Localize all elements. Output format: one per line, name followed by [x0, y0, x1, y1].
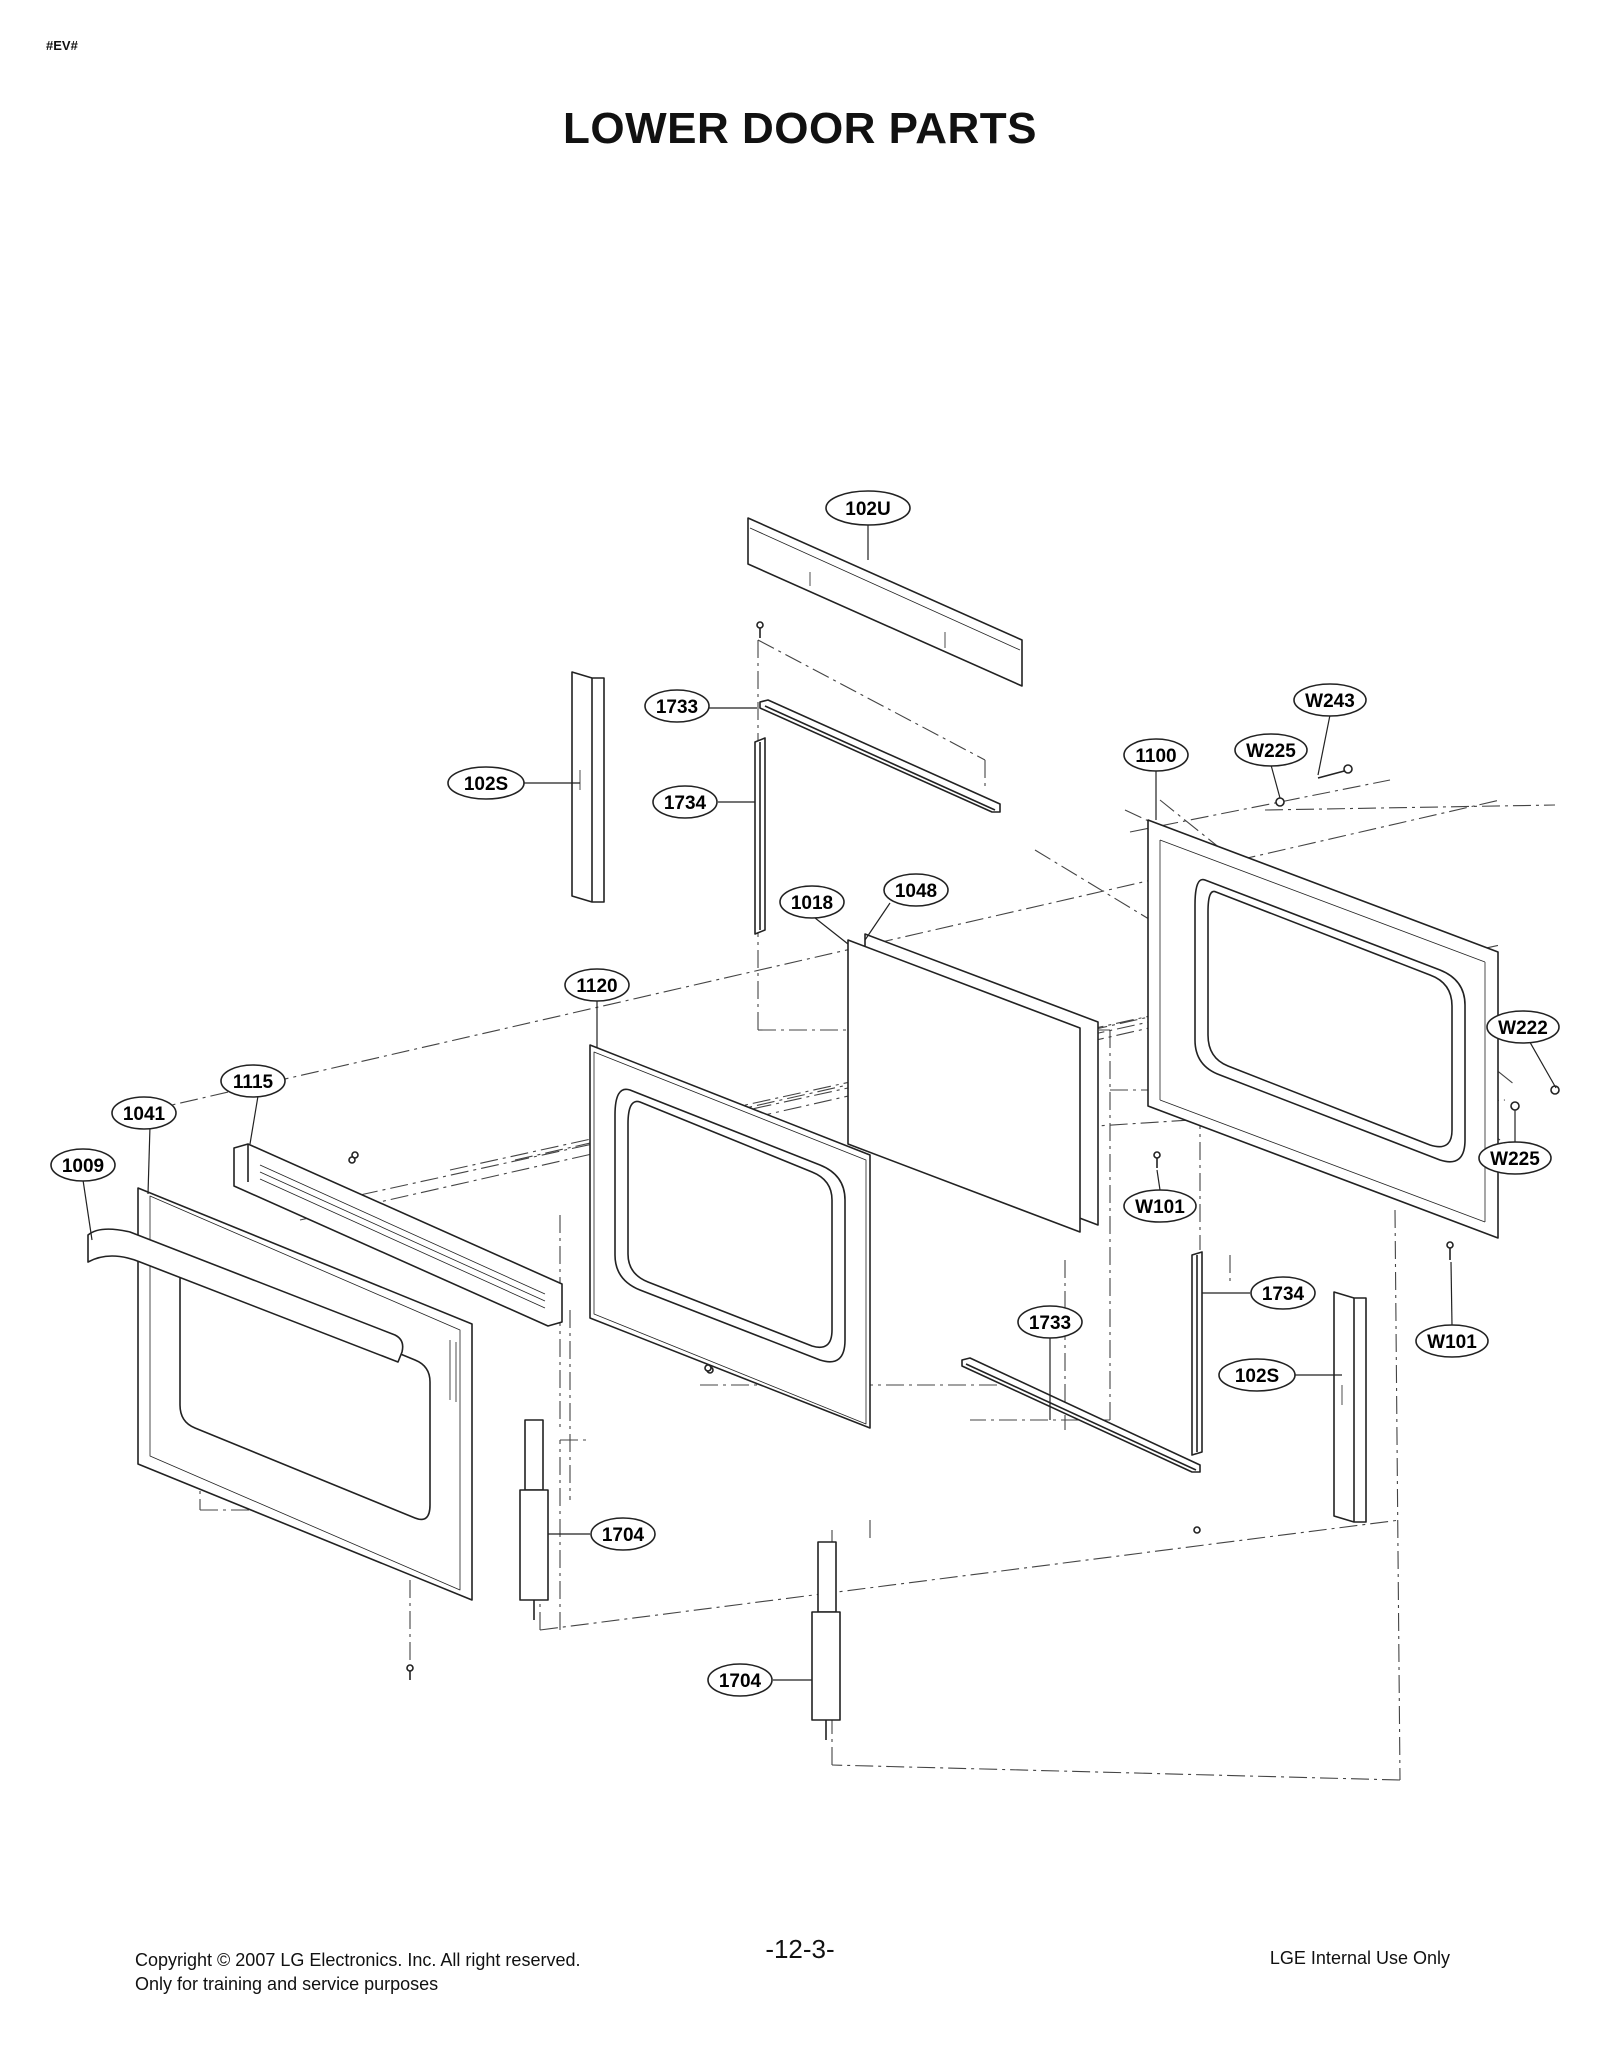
- page-title: LOWER DOOR PARTS: [562, 104, 1038, 153]
- svg-text:W225: W225: [1246, 741, 1296, 762]
- svg-text:W243: W243: [1305, 691, 1355, 712]
- callout-1120: 1120: [564, 968, 630, 1002]
- callout-1115: 1115: [220, 1064, 286, 1098]
- callout-1704-upper: 1704: [590, 1517, 656, 1551]
- callout-w243: W243: [1293, 683, 1367, 717]
- svg-text:1048: 1048: [895, 881, 937, 902]
- callout-w225-top: W225: [1234, 733, 1308, 767]
- svg-text:1733: 1733: [1029, 1313, 1071, 1334]
- callout-1734-top: 1734: [652, 785, 718, 819]
- callout-w222: W222: [1486, 1010, 1560, 1044]
- top-glass-channel-1733: [756, 621, 1001, 813]
- callout-1018: 1018: [779, 885, 845, 919]
- callout-102s-left: 102S: [447, 766, 525, 800]
- svg-text:1733: 1733: [656, 697, 698, 718]
- loose-screws: [348, 1156, 712, 1680]
- door-handle-1009: [87, 1228, 404, 1363]
- side-trim-bar-left-102s: [571, 671, 605, 903]
- callout-w101-mid: W101: [1123, 1189, 1197, 1223]
- svg-text:1018: 1018: [791, 893, 833, 914]
- callout-1048: 1048: [883, 873, 949, 907]
- svg-text:W101: W101: [1135, 1197, 1185, 1218]
- door-hinge-1704-lower: [811, 1541, 841, 1740]
- svg-text:1041: 1041: [123, 1104, 166, 1125]
- side-trim-bar-right-102s: [1333, 1291, 1367, 1523]
- callout-w101-right: W101: [1415, 1324, 1489, 1358]
- svg-text:102U: 102U: [845, 499, 890, 520]
- callout-1009: 1009: [50, 1148, 116, 1182]
- svg-text:1115: 1115: [233, 1072, 274, 1093]
- callout-1041: 1041: [111, 1096, 177, 1130]
- svg-text:W222: W222: [1498, 1018, 1548, 1039]
- svg-text:102S: 102S: [464, 774, 508, 795]
- svg-text:W225: W225: [1490, 1149, 1540, 1170]
- middle-door-frame-1120: [589, 1044, 871, 1429]
- document-code: #EV#: [46, 38, 78, 53]
- callout-1733-top: 1733: [644, 689, 710, 723]
- internal-use-note: LGE Internal Use Only: [1269, 1948, 1450, 1968]
- glass-panes-1018-1048: [847, 933, 1099, 1233]
- svg-text:1704: 1704: [719, 1671, 762, 1692]
- side-glass-channel-1734-top: [754, 737, 766, 935]
- svg-text:102S: 102S: [1235, 1366, 1279, 1387]
- footer-copyright: Copyright © 2007 LG Electronics. Inc. Al…: [135, 1948, 580, 1996]
- callout-1704-lower: 1704: [707, 1663, 773, 1697]
- svg-text:1100: 1100: [1135, 746, 1176, 767]
- svg-text:W101: W101: [1427, 1332, 1477, 1353]
- side-glass-channel-1734-bottom: [1191, 1251, 1203, 1534]
- callout-1733-bottom: 1733: [1017, 1305, 1083, 1339]
- svg-text:1009: 1009: [62, 1156, 104, 1177]
- callout-102s-right: 102S: [1218, 1358, 1296, 1392]
- page-number: -12-3-: [765, 1934, 835, 1964]
- svg-text:1704: 1704: [602, 1525, 645, 1546]
- callout-1734-bottom: 1734: [1250, 1276, 1316, 1310]
- svg-text:1734: 1734: [1262, 1284, 1305, 1305]
- purpose-line: Only for training and service purposes: [135, 1974, 439, 1994]
- svg-text:1734: 1734: [664, 793, 707, 814]
- callout-102u: 102U: [825, 490, 911, 526]
- top-trim-bar-102u: [747, 517, 1023, 687]
- bottom-glass-channel-1733: [961, 1357, 1201, 1473]
- svg-text:1120: 1120: [576, 976, 617, 997]
- callout-w225-bottom: W225: [1478, 1141, 1552, 1175]
- inner-door-frame-1100: [1147, 819, 1499, 1239]
- copyright-line: Copyright © 2007 LG Electronics. Inc. Al…: [135, 1950, 581, 1970]
- vent-bar-1115: [233, 1143, 563, 1327]
- door-hinge-1704-upper: [519, 1419, 549, 1620]
- callout-1100: 1100: [1123, 738, 1189, 772]
